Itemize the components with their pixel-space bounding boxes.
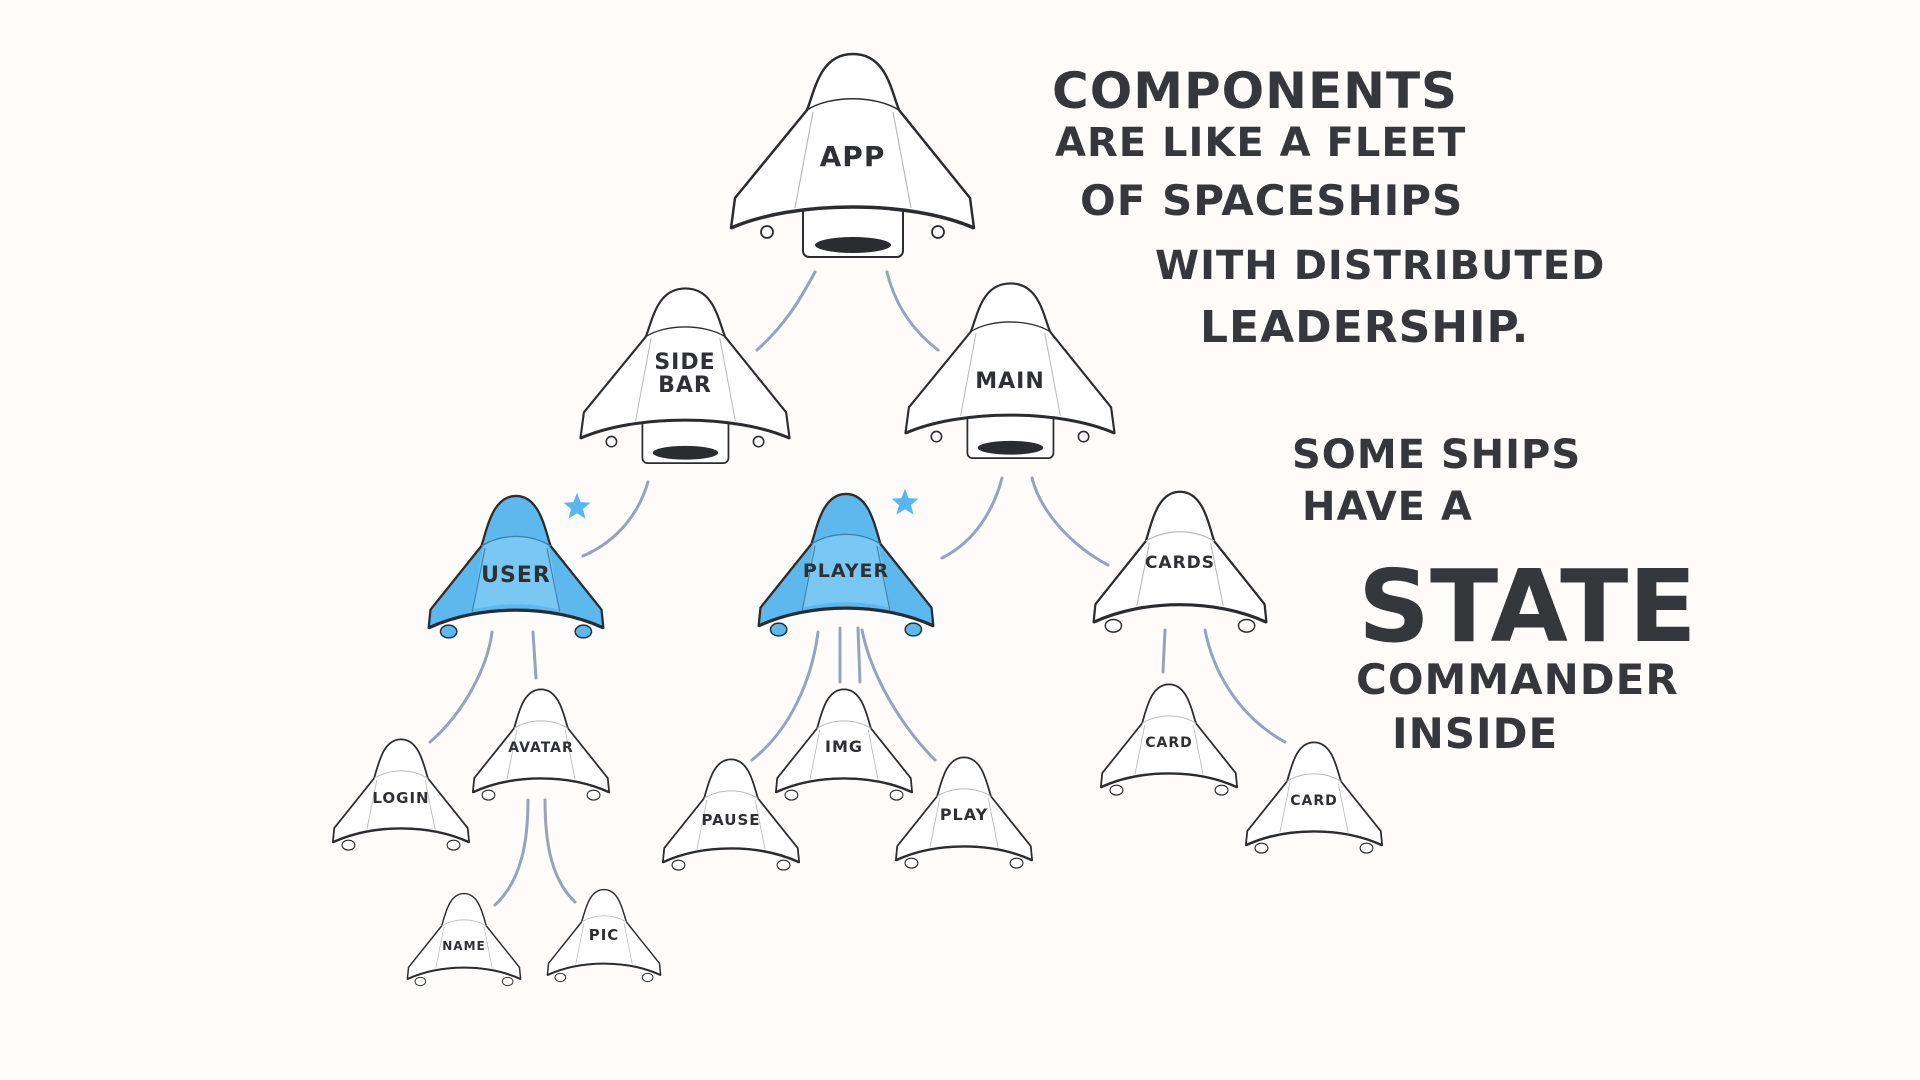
state-note-emphasis: STATE — [1358, 548, 1697, 665]
ship-player[interactable]: PLAYER — [755, 490, 937, 638]
ship-card-2[interactable]: CARD — [1243, 738, 1385, 856]
ship-label: CARD — [1290, 793, 1338, 809]
ship-card-1[interactable]: CARD — [1098, 680, 1240, 798]
ship-login[interactable]: LOGIN — [330, 735, 472, 853]
ship-play[interactable]: PLAY — [893, 753, 1035, 871]
state-note-line-2: HAVE A — [1302, 484, 1473, 530]
ship-label: LOGIN — [372, 789, 430, 807]
link-app-main — [885, 270, 940, 352]
spaceship-icon — [661, 758, 801, 871]
ship-label: AVATAR — [508, 740, 574, 756]
link-player-pause — [750, 630, 820, 762]
link-user-avatar — [531, 630, 538, 680]
spaceship-icon — [894, 756, 1034, 869]
headline-line-1: COMPONENTS — [1052, 62, 1459, 120]
spaceship-icon — [1244, 741, 1384, 854]
ship-label: CARD — [1145, 735, 1193, 751]
link-sidebar-user — [581, 480, 650, 558]
spaceship-icon — [1092, 490, 1268, 633]
link-main-cards — [1030, 476, 1110, 567]
state-note-line-4: COMMANDER — [1356, 655, 1679, 704]
state-note-line-5: INSIDE — [1392, 709, 1559, 758]
spaceship-icon — [757, 492, 935, 637]
headline-line-3: OF SPACESHIPS — [1080, 176, 1464, 225]
headline-line-2: ARE LIKE A FLEET — [1055, 120, 1467, 166]
state-note-line-1: SOME SHIPS — [1292, 432, 1582, 478]
ship-label: CARDS — [1144, 553, 1216, 573]
ship-app[interactable]: APP — [725, 50, 980, 265]
ship-cards[interactable]: CARDS — [1090, 487, 1270, 635]
link-cards-card2 — [1203, 628, 1287, 744]
ship-label: PLAY — [939, 805, 989, 824]
ship-label: PAUSE — [701, 811, 761, 829]
link-player-play-a — [860, 628, 937, 762]
link-cards-card1 — [1161, 628, 1167, 674]
spaceship-icon — [331, 738, 471, 851]
ship-label: PLAYER — [802, 560, 890, 582]
ship-label: NAME — [442, 939, 486, 953]
ship-label: PIC — [588, 926, 620, 944]
state-star-icon — [563, 492, 591, 519]
spaceship-icon — [427, 494, 605, 639]
spaceship-icon — [904, 282, 1116, 459]
ship-name[interactable]: NAME — [405, 890, 523, 988]
link-app-sidebar — [755, 270, 817, 352]
spaceship-icon — [406, 892, 522, 987]
headline-line-5: LEADERSHIP. — [1200, 302, 1530, 353]
ship-sidebar[interactable]: SIDE BAR — [575, 285, 795, 470]
spaceship-icon — [729, 52, 976, 258]
ship-user[interactable]: USER — [425, 492, 607, 640]
spaceship-icon — [1099, 683, 1239, 796]
ship-img[interactable]: IMG — [773, 685, 915, 803]
spaceship-icon — [546, 888, 662, 983]
ship-label: SIDE BAR — [654, 350, 716, 399]
ship-avatar[interactable]: AVATAR — [470, 685, 612, 803]
ship-label: MAIN — [975, 369, 1045, 394]
headline-line-4: WITH DISTRIBUTED — [1155, 243, 1606, 289]
ship-label: USER — [481, 563, 551, 588]
ship-label: IMG — [824, 737, 863, 756]
link-player-play-b — [856, 626, 862, 684]
ship-label: APP — [819, 140, 886, 173]
ship-main[interactable]: MAIN — [900, 280, 1120, 465]
ship-pause[interactable]: PAUSE — [660, 755, 802, 873]
state-star-icon — [891, 488, 919, 515]
link-avatar-pic — [543, 798, 577, 904]
spaceship-icon — [579, 287, 791, 464]
link-avatar-name — [493, 798, 530, 907]
spaceship-icon — [774, 688, 914, 801]
link-main-player — [940, 476, 1004, 560]
link-user-login — [428, 630, 494, 744]
ship-pic[interactable]: PIC — [545, 886, 663, 984]
spaceship-icon — [471, 688, 611, 801]
